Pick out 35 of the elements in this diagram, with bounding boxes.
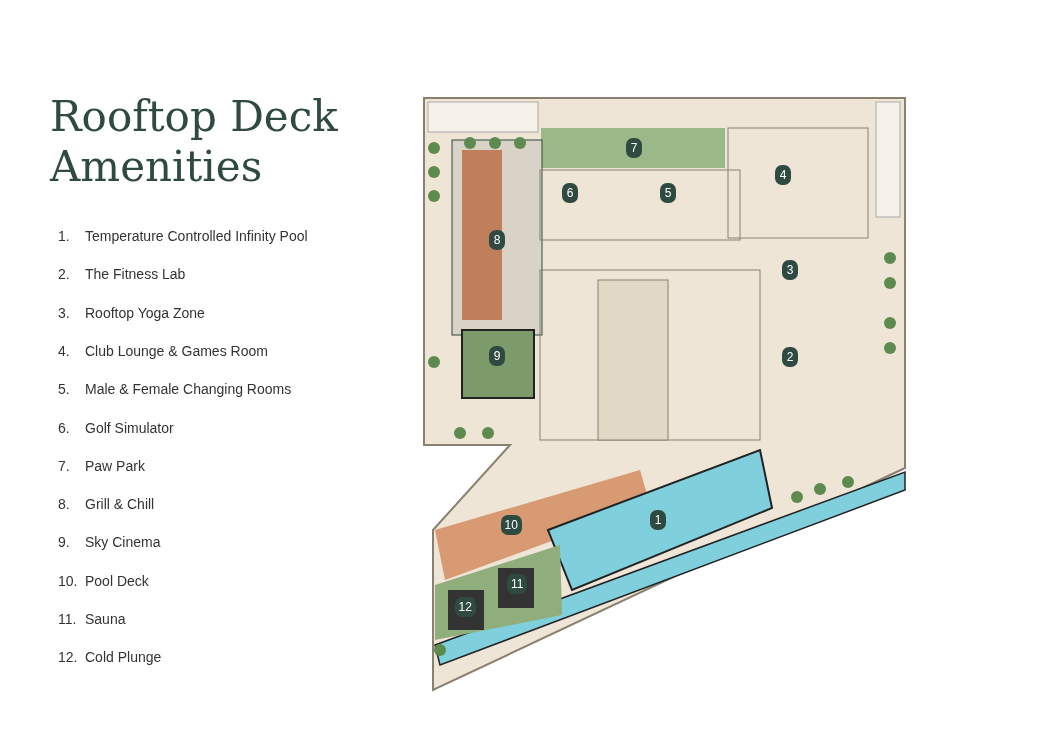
callout-number: 9 [489,346,505,366]
amenity-name: Rooftop Yoga Zone [85,304,205,321]
callout-number: 1 [650,510,666,530]
list-number: 11. [58,611,77,627]
amenity-name: Sauna [85,611,126,627]
amenity-name: Golf Simulator [85,419,174,436]
list-number: 1. [58,228,70,244]
callout-number: 11 [507,574,528,594]
callout-number: 4 [775,165,791,185]
list-number: 4. [58,342,70,359]
amenity-name: Pool Deck [85,572,149,589]
callout-number: 7 [626,138,642,158]
list-number: 3. [58,304,70,321]
list-number: 8. [58,496,70,513]
list-number: 9. [58,534,70,551]
amenity-name: Grill & Chill [85,496,155,513]
list-number: 6. [58,419,70,436]
callout-number: 6 [562,183,578,203]
callout-number: 3 [782,260,798,280]
callout-number: 2 [782,347,798,367]
amenity-name: The Fitness Lab [85,266,186,283]
amenity-name: Temperature Controlled Infinity Pool [85,228,308,244]
list-number: 2. [58,266,70,283]
amenity-name: Sky Cinema [85,534,161,551]
amenity-name: Paw Park [85,457,145,474]
page-title: Rooftop Deck Amenities [50,92,339,192]
amenity-name: Cold Plunge [85,649,162,666]
list-number: 10. [58,572,78,589]
amenity-name: Male & Female Changing Rooms [85,381,292,398]
amenity-name: Club Lounge & Games Room [85,342,268,359]
list-number: 5. [58,381,70,398]
callout-number: 5 [660,183,676,203]
list-number: 7. [58,457,70,474]
callout-number: 8 [489,230,505,250]
list-number: 12. [58,649,78,666]
